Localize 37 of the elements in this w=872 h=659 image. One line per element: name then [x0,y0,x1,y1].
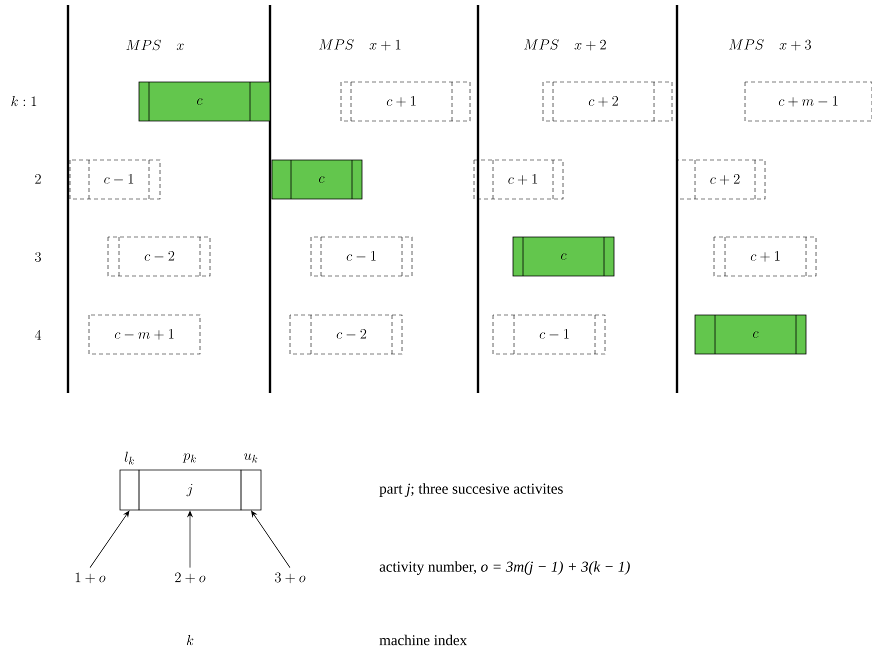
dashed-activity-bar: $c+2$ [542,82,672,122]
activity-number: $2+o$ [175,572,206,584]
row-label: $k:1$ [11,96,36,106]
dashed-activity-bar: $c-m+1$ [88,314,200,354]
dashed-activity-bar: $c-1$ [492,314,606,354]
row-label: $4$ [34,330,42,340]
activity-number: $1+o$ [76,572,106,584]
row-label: $3$ [35,252,41,262]
column-heading: $MPS\quad x+2$ [524,39,606,50]
dashed-activity-bar: $c-2$ [290,314,402,354]
row-label: $2$ [35,174,41,184]
index-symbol: $k$ [186,635,194,646]
legend-text: machine index [380,634,467,646]
activity-segment [240,470,262,510]
column-heading: $MPS\quad x$ [126,40,184,50]
activity-bar: $c$ [272,160,362,200]
dashed-activity-bar: $c+1$ [474,160,564,200]
activity-bar: $c$ [694,314,806,354]
dashed-activity-bar: $c+2$ [676,160,766,200]
dashed-activity-bar: $c-2$ [108,236,210,276]
activity-bar: $c$ [138,82,270,122]
activity-number: $3+o$ [275,572,306,584]
dashed-activity-bar: $c+1$ [340,82,470,122]
dashed-activity-bar: $c-1$ [310,236,412,276]
legend-text: activity number, o = 3m(j − 1) + 3(k − 1) [380,561,630,575]
bound-label: $l_k$ [124,452,134,464]
column-heading: $MPS\quad x+1$ [319,39,400,50]
column-heading: $MPS\quad x+3$ [729,39,811,50]
legend-text: partj; three succesive activites [379,483,563,497]
bound-label: $p_k$ [182,453,196,462]
activity-segment: $j$ [138,470,242,510]
dashed-activity-bar: $c-1$ [70,160,160,200]
dashed-activity-bar: $c+1$ [714,236,816,276]
dashed-activity-bar: $c+m-1$ [744,82,872,122]
activity-bar: $c$ [512,236,614,276]
bound-label: $u_k$ [244,453,258,463]
activity-segment [120,470,140,510]
